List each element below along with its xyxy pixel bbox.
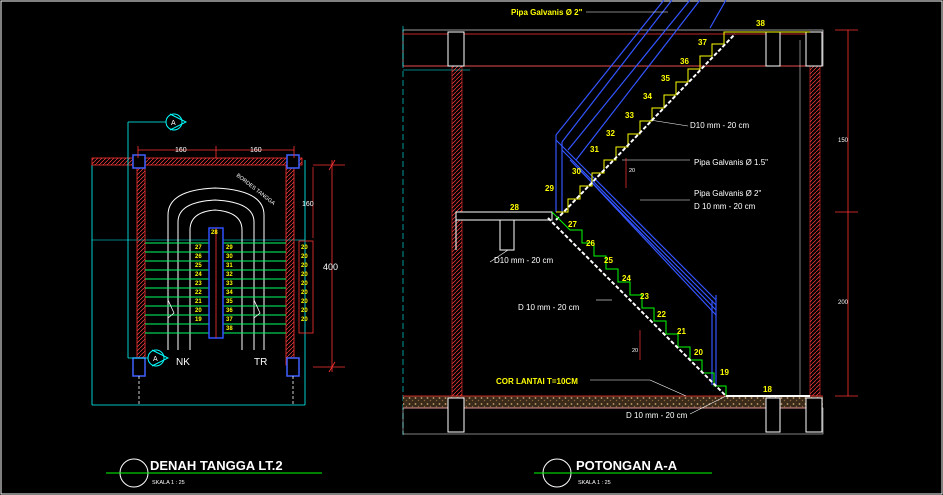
plan-step-number: 24	[195, 272, 202, 278]
section-step-number: 36	[680, 57, 689, 66]
plan-riser-dim: 20	[301, 299, 308, 305]
plan-label-down: TR	[254, 357, 267, 368]
section-rebar-under-pipe: D 10 mm - 20 cm	[694, 202, 756, 211]
plan-riser-dim: 20	[301, 272, 308, 278]
section-step-number: 30	[572, 167, 581, 176]
plan-label-up: NK	[176, 357, 190, 368]
section-dim-lower: 200	[838, 300, 849, 306]
section-dim-riser-lower: 20	[632, 348, 638, 354]
plan-right-steps: 29 30 31 32 33 34 35 36 37 38	[226, 245, 233, 332]
plan-step-number: 35	[226, 299, 233, 305]
section-step-number: 38	[756, 19, 765, 28]
plan-dim-landing: 160	[302, 201, 314, 208]
plan-view	[91, 113, 345, 406]
section-step-number: 28	[510, 203, 519, 212]
plan-dim-total: 400	[323, 262, 338, 272]
section-pipe-top-label: Pipa Galvanis Ø 2"	[511, 8, 583, 17]
section-marker-top	[165, 113, 183, 131]
plan-dim-top-right: 160	[250, 147, 262, 154]
section-rebar-landing: D10 mm - 20 cm	[494, 256, 553, 265]
section-step-number: 25	[604, 256, 613, 265]
plan-marker-bottom-letter: A	[153, 356, 158, 363]
section-step-number: 23	[640, 292, 649, 301]
plan-step-number: 32	[226, 272, 233, 278]
section-step-number: 27	[568, 220, 577, 229]
section-step-number: 32	[606, 129, 615, 138]
plan-left-steps: 27 26 25 24 23 22 21 20 19	[195, 245, 202, 323]
plan-step-number: 30	[226, 254, 233, 260]
plan-riser-dim: 20	[301, 263, 308, 269]
plan-riser-dims: 20 20 20 20 20 20 20 20 20	[301, 245, 308, 323]
plan-step-number: 23	[195, 281, 202, 287]
plan-step-number: 34	[226, 290, 233, 296]
plan-step-number: 19	[195, 317, 202, 323]
plan-step-number: 22	[195, 290, 202, 296]
section-step-number: 29	[545, 184, 554, 193]
plan-step-number: 29	[226, 245, 233, 251]
section-step-number: 18	[763, 385, 772, 394]
plan-landing-label: BORDES TANGGA	[235, 173, 276, 207]
plan-dim-top-left: 160	[175, 147, 187, 154]
plan-riser-dim: 20	[301, 254, 308, 260]
section-step-number: 31	[590, 145, 599, 154]
plan-scale: SKALA 1 : 25	[152, 480, 185, 486]
section-step-number: 24	[622, 274, 631, 283]
section-step-number: 35	[661, 74, 670, 83]
plan-step-number: 21	[195, 299, 202, 305]
plan-riser-dim: 20	[301, 290, 308, 296]
plan-riser-dim: 20	[301, 308, 308, 314]
section-scale: SKALA 1 : 25	[578, 480, 611, 486]
section-lower-steps: 28 27 26 25 24 23 22 21 20 19 18	[510, 203, 772, 394]
section-view	[402, 0, 858, 435]
section-pipe-low-label: Pipa Galvanis Ø 2"	[694, 189, 761, 198]
plan-riser-dim: 20	[301, 317, 308, 323]
plan-marker-top-letter: A	[171, 120, 176, 127]
plan-step-number: 25	[195, 263, 202, 269]
section-step-number: 21	[677, 327, 686, 336]
section-step-number: 20	[694, 348, 703, 357]
section-step-number: 22	[657, 310, 666, 319]
plan-step-number: 27	[195, 245, 202, 251]
plan-riser-dim: 20	[301, 281, 308, 287]
section-step-number: 34	[643, 92, 652, 101]
plan-step-number: 38	[226, 326, 233, 332]
section-rebar-lower: D 10 mm - 20 cm	[518, 303, 580, 312]
section-step-number: 19	[720, 368, 729, 377]
plan-step-number: 37	[226, 317, 233, 323]
plan-step-number: 31	[226, 263, 233, 269]
plan-riser-dim: 20	[301, 245, 308, 251]
section-pipe-mid-label: Pipa Galvanis Ø 1.5"	[694, 158, 768, 167]
section-upper-steps: 29 30 31 32 33 34 35 36 37 38	[545, 19, 765, 193]
plan-step-number: 20	[195, 308, 202, 314]
plan-center-step: 28	[211, 230, 218, 236]
section-dim-riser-upper: 20	[629, 168, 635, 174]
section-floor-finish: COR LANTAI T=10CM	[496, 377, 578, 386]
section-title: POTONGAN A-A	[576, 458, 678, 473]
section-rebar-upper: D10 mm - 20 cm	[690, 121, 749, 130]
plan-step-number: 36	[226, 308, 233, 314]
section-rebar-floor: D 10 mm - 20 cm	[626, 411, 688, 420]
plan-step-number: 33	[226, 281, 233, 287]
plan-step-number: 26	[195, 254, 202, 260]
section-dim-upper: 150	[838, 138, 849, 144]
section-step-number: 33	[625, 111, 634, 120]
plan-title: DENAH TANGGA LT.2	[150, 458, 283, 473]
section-step-number: 37	[698, 38, 707, 47]
section-step-number: 26	[586, 239, 595, 248]
